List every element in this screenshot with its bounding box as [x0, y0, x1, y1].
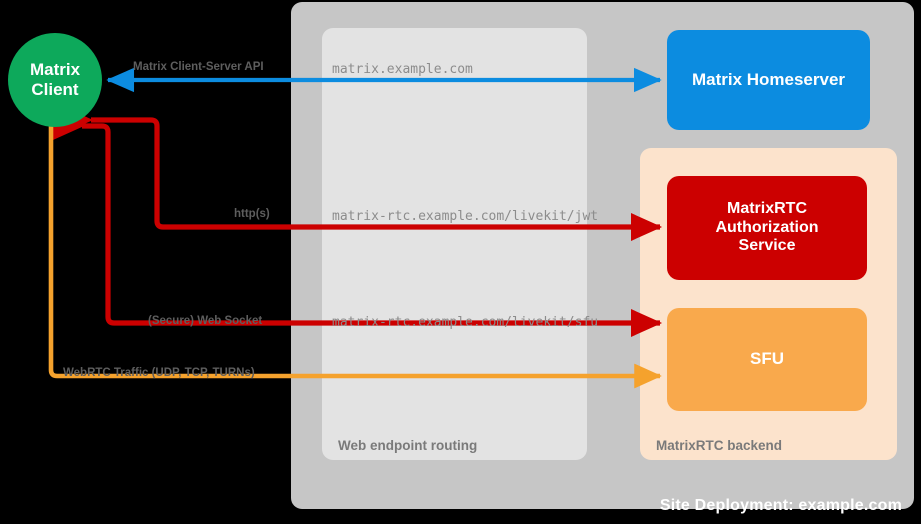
- node-sfu[interactable]: [667, 308, 867, 411]
- matrixrtc-backend-label: MatrixRTC backend: [656, 438, 783, 453]
- web-endpoint-routing-label: Web endpoint routing: [338, 438, 478, 453]
- node-matrix-homeserver[interactable]: [667, 30, 870, 130]
- site-deployment-label: Site Deployment: example.com: [659, 497, 902, 514]
- node-matrix-client[interactable]: [8, 33, 102, 127]
- edge-webrtc-line: [38, 100, 662, 389]
- node-matrixrtc-authorization-service[interactable]: [667, 176, 867, 280]
- edge-jwt-line: [61, 105, 663, 242]
